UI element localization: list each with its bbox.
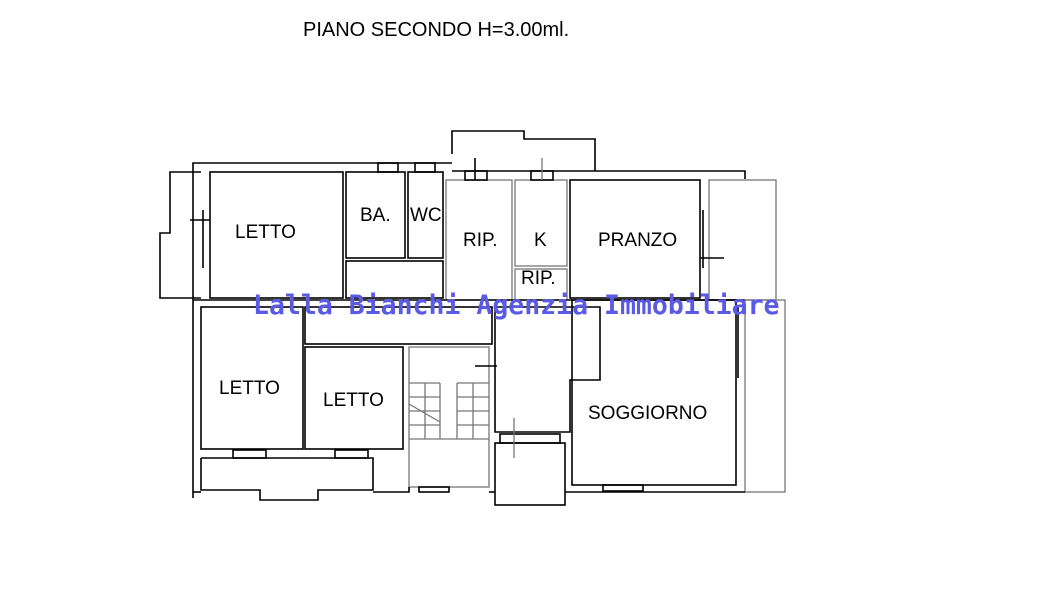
room-label-cucina: K	[534, 230, 547, 251]
watermark: Lalla Bianchi Agenzia Immobiliare	[253, 290, 780, 321]
room-label-letto-2: LETTO	[219, 378, 280, 399]
room-label-letto-1: LETTO	[235, 222, 296, 243]
room-label-ripostiglio-1: RIP.	[463, 230, 498, 251]
room-label-soggiorno: SOGGIORNO	[588, 403, 707, 424]
room-label-wc: WC	[410, 205, 442, 226]
stairs	[408, 382, 489, 440]
room-label-ripostiglio-2: RIP.	[521, 268, 556, 289]
room-label-bagno: BA.	[360, 205, 391, 226]
room-labels: LETTO BA. WC RIP. K RIP. PRANZO LETTO LE…	[219, 205, 707, 424]
plan-title: PIANO SECONDO H=3.00ml.	[303, 19, 570, 41]
room-label-letto-3: LETTO	[323, 390, 384, 411]
room-label-pranzo: PRANZO	[598, 230, 677, 251]
walls	[159, 130, 786, 506]
